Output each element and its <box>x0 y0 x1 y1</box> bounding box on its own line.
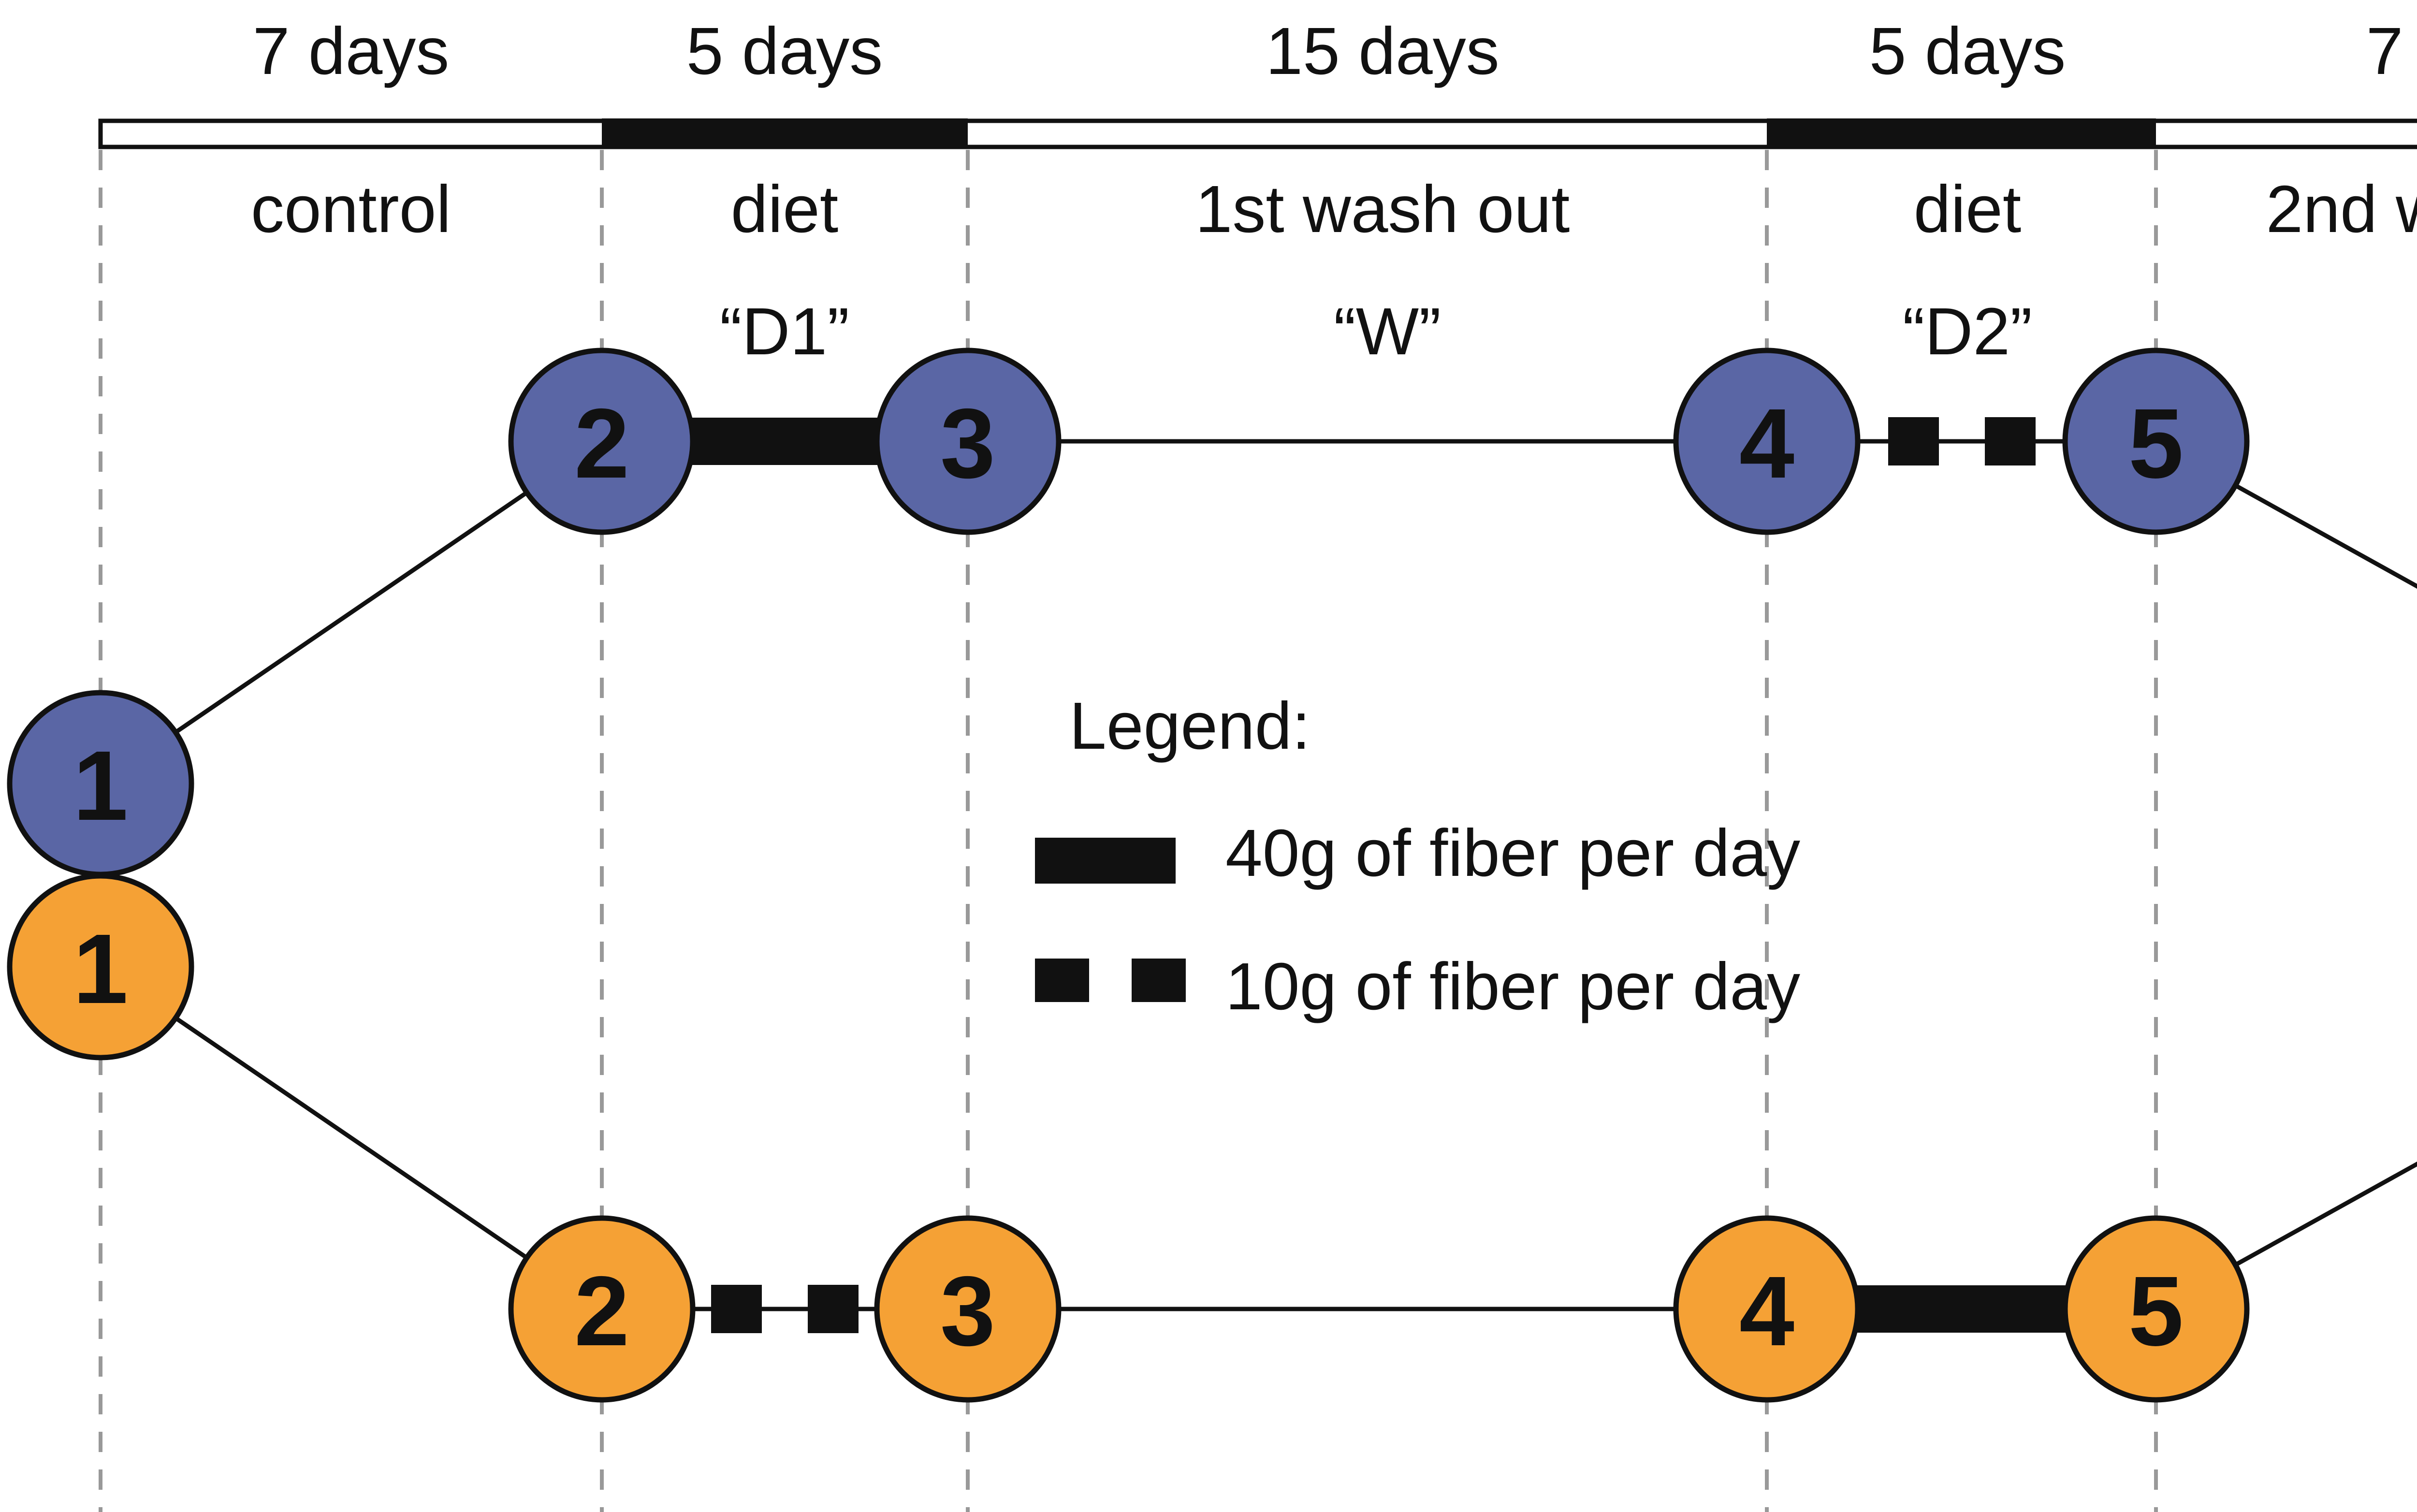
arm-bottom-node-4 <box>1673 1215 1861 1403</box>
legend-10g-square-2 <box>1132 959 1186 1002</box>
legend-label-40g: 40g of fiber per day <box>1225 816 1800 890</box>
arm-top-10g-square-2 <box>1985 417 2036 465</box>
timeline-diet-segment-2 <box>1767 118 2156 149</box>
duration-label-washout1: 15 days <box>1266 14 1499 88</box>
legend-swatch-10g-squares <box>1035 959 1186 1002</box>
arm-top-node-5 <box>2062 348 2250 535</box>
arm-bottom-node-1-number: 1 <box>73 914 128 1024</box>
legend: Legend: 40g of fiber per day 10g of fibe… <box>1035 689 1800 1024</box>
arm-top-nodes <box>7 348 2250 877</box>
timeline-diet-segment-1 <box>602 118 968 149</box>
arm-bottom-10g-square-2 <box>808 1285 859 1333</box>
arm-top-node-3 <box>874 348 1062 535</box>
duration-label-control: 7 days <box>253 14 450 88</box>
arm-bottom-node-3 <box>874 1215 1062 1403</box>
phase-label-washout1: 1st wash out <box>1195 172 1570 247</box>
arm-bottom-node-1 <box>7 873 194 1061</box>
phase-code-d1: “D1” <box>720 294 849 369</box>
arm-top-link-1-2 <box>99 439 603 785</box>
legend-label-10g: 10g of fiber per day <box>1225 949 1800 1024</box>
phase-code-d2: “D2” <box>1903 294 2032 369</box>
arm-bottom-node-4-number: 4 <box>1739 1256 1794 1367</box>
duration-label-diet1: 5 days <box>686 14 883 88</box>
duration-labels: 7 days 5 days 15 days 5 days 7 days <box>253 14 2417 88</box>
arm-top-node-4-number: 4 <box>1739 388 1794 499</box>
arm-bottom-node-2 <box>508 1215 696 1403</box>
arm-bottom-node-5-number: 5 <box>2128 1256 2184 1367</box>
arm-top-10g-square-1 <box>1888 417 1939 465</box>
phase-label-washout2: 2nd wash out <box>2266 172 2417 247</box>
phase-label-control: control <box>251 172 451 247</box>
arm-bottom-node-5 <box>2062 1215 2250 1403</box>
arm-bottom-link-5-6 <box>2155 1161 2417 1311</box>
arm-bottom-link-1-2 <box>99 965 603 1311</box>
duration-label-washout2: 7 days <box>2366 14 2417 88</box>
arm-bottom-node-3-number: 3 <box>940 1256 995 1367</box>
phase-code-labels: “D1” “W” “D2” <box>720 294 2032 369</box>
legend-title: Legend: <box>1069 689 1310 763</box>
arm-top-node-2 <box>508 348 696 535</box>
arm-top-node-1-number: 1 <box>73 730 128 841</box>
phase-name-labels: control diet 1st wash out diet 2nd wash … <box>251 172 2417 247</box>
arm-bottom-10g-square-1 <box>711 1285 762 1333</box>
arm-top-node-2-number: 2 <box>574 388 629 499</box>
arm-top-node-4 <box>1673 348 1861 535</box>
arm-bottom-node-2-number: 2 <box>574 1256 629 1367</box>
phase-label-diet1: diet <box>731 172 839 247</box>
arm-bottom-nodes <box>7 873 2250 1403</box>
arm-top-node-5-number: 5 <box>2128 388 2184 499</box>
arm-10g-markers <box>711 417 2036 1333</box>
arm-bottom-node-numbers: 1 2 3 4 5 6 <box>73 914 2184 1367</box>
legend-swatch-40g-bar <box>1035 838 1176 884</box>
legend-10g-square-1 <box>1035 959 1089 1002</box>
arm-top-node-3-number: 3 <box>940 388 995 499</box>
arm-top-link-5-6 <box>2155 439 2417 589</box>
arm-top-node-numbers: 1 2 3 4 5 6 <box>73 388 2184 841</box>
phase-label-diet2: diet <box>1914 172 2022 247</box>
duration-label-diet2: 5 days <box>1869 14 2066 88</box>
phase-code-w: “W” <box>1334 294 1441 369</box>
